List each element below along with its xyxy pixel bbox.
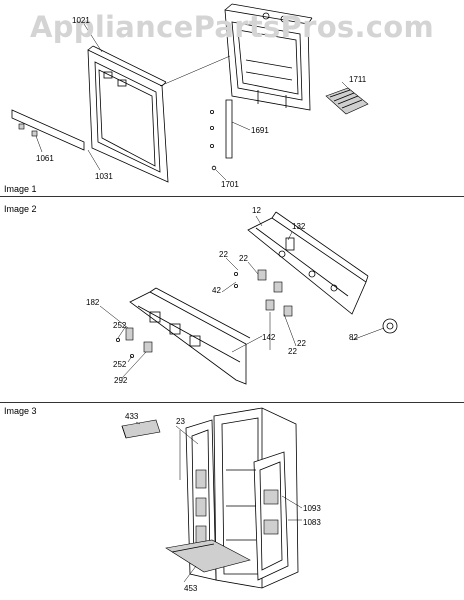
bracket-drawing [209, 99, 233, 171]
callout-433: 433 [125, 412, 139, 421]
callout-23: 23 [176, 417, 185, 426]
callout-1691: 1691 [251, 126, 269, 135]
ice-bucket-housing-drawing [224, 3, 313, 111]
callout-22: 22 [219, 250, 228, 259]
shelf-453-drawing [165, 539, 251, 573]
door-liner-drawing [87, 45, 169, 183]
callout-22: 22 [297, 339, 306, 348]
callout-1083: 1083 [303, 518, 321, 527]
callout-142: 142 [262, 333, 276, 342]
plate-142-drawing [129, 287, 251, 385]
callout-453: 453 [184, 584, 198, 593]
callout-42: 42 [212, 286, 221, 295]
callout-1701: 1701 [221, 180, 239, 189]
bracket-12-drawing [247, 211, 369, 315]
callout-1031: 1031 [95, 172, 113, 181]
clip-drawing [11, 109, 85, 151]
section-label-image-1: Image 1 [4, 184, 37, 194]
callout-252: 252 [113, 321, 127, 330]
section-label-image-2: Image 2 [4, 204, 37, 214]
callout-132: 132 [292, 222, 306, 231]
callout-182: 182 [86, 298, 100, 307]
callout-82: 82 [349, 333, 358, 342]
section-label-image-3: Image 3 [4, 406, 37, 416]
callout-1021: 1021 [72, 16, 90, 25]
bin-433-drawing [121, 419, 161, 439]
callout-252: 252 [113, 360, 127, 369]
grille-drawing [325, 87, 369, 115]
callout-1711: 1711 [349, 75, 367, 84]
callout-12: 12 [252, 206, 261, 215]
callout-1061: 1061 [36, 154, 54, 163]
refrigerator-drawing [185, 407, 299, 589]
section-divider [0, 402, 464, 403]
callout-22: 22 [239, 254, 248, 263]
callout-22: 22 [288, 347, 297, 356]
callout-292: 292 [114, 376, 128, 385]
callout-1093: 1093 [303, 504, 321, 513]
small-parts-drawing [116, 269, 398, 358]
section-divider [0, 196, 464, 197]
